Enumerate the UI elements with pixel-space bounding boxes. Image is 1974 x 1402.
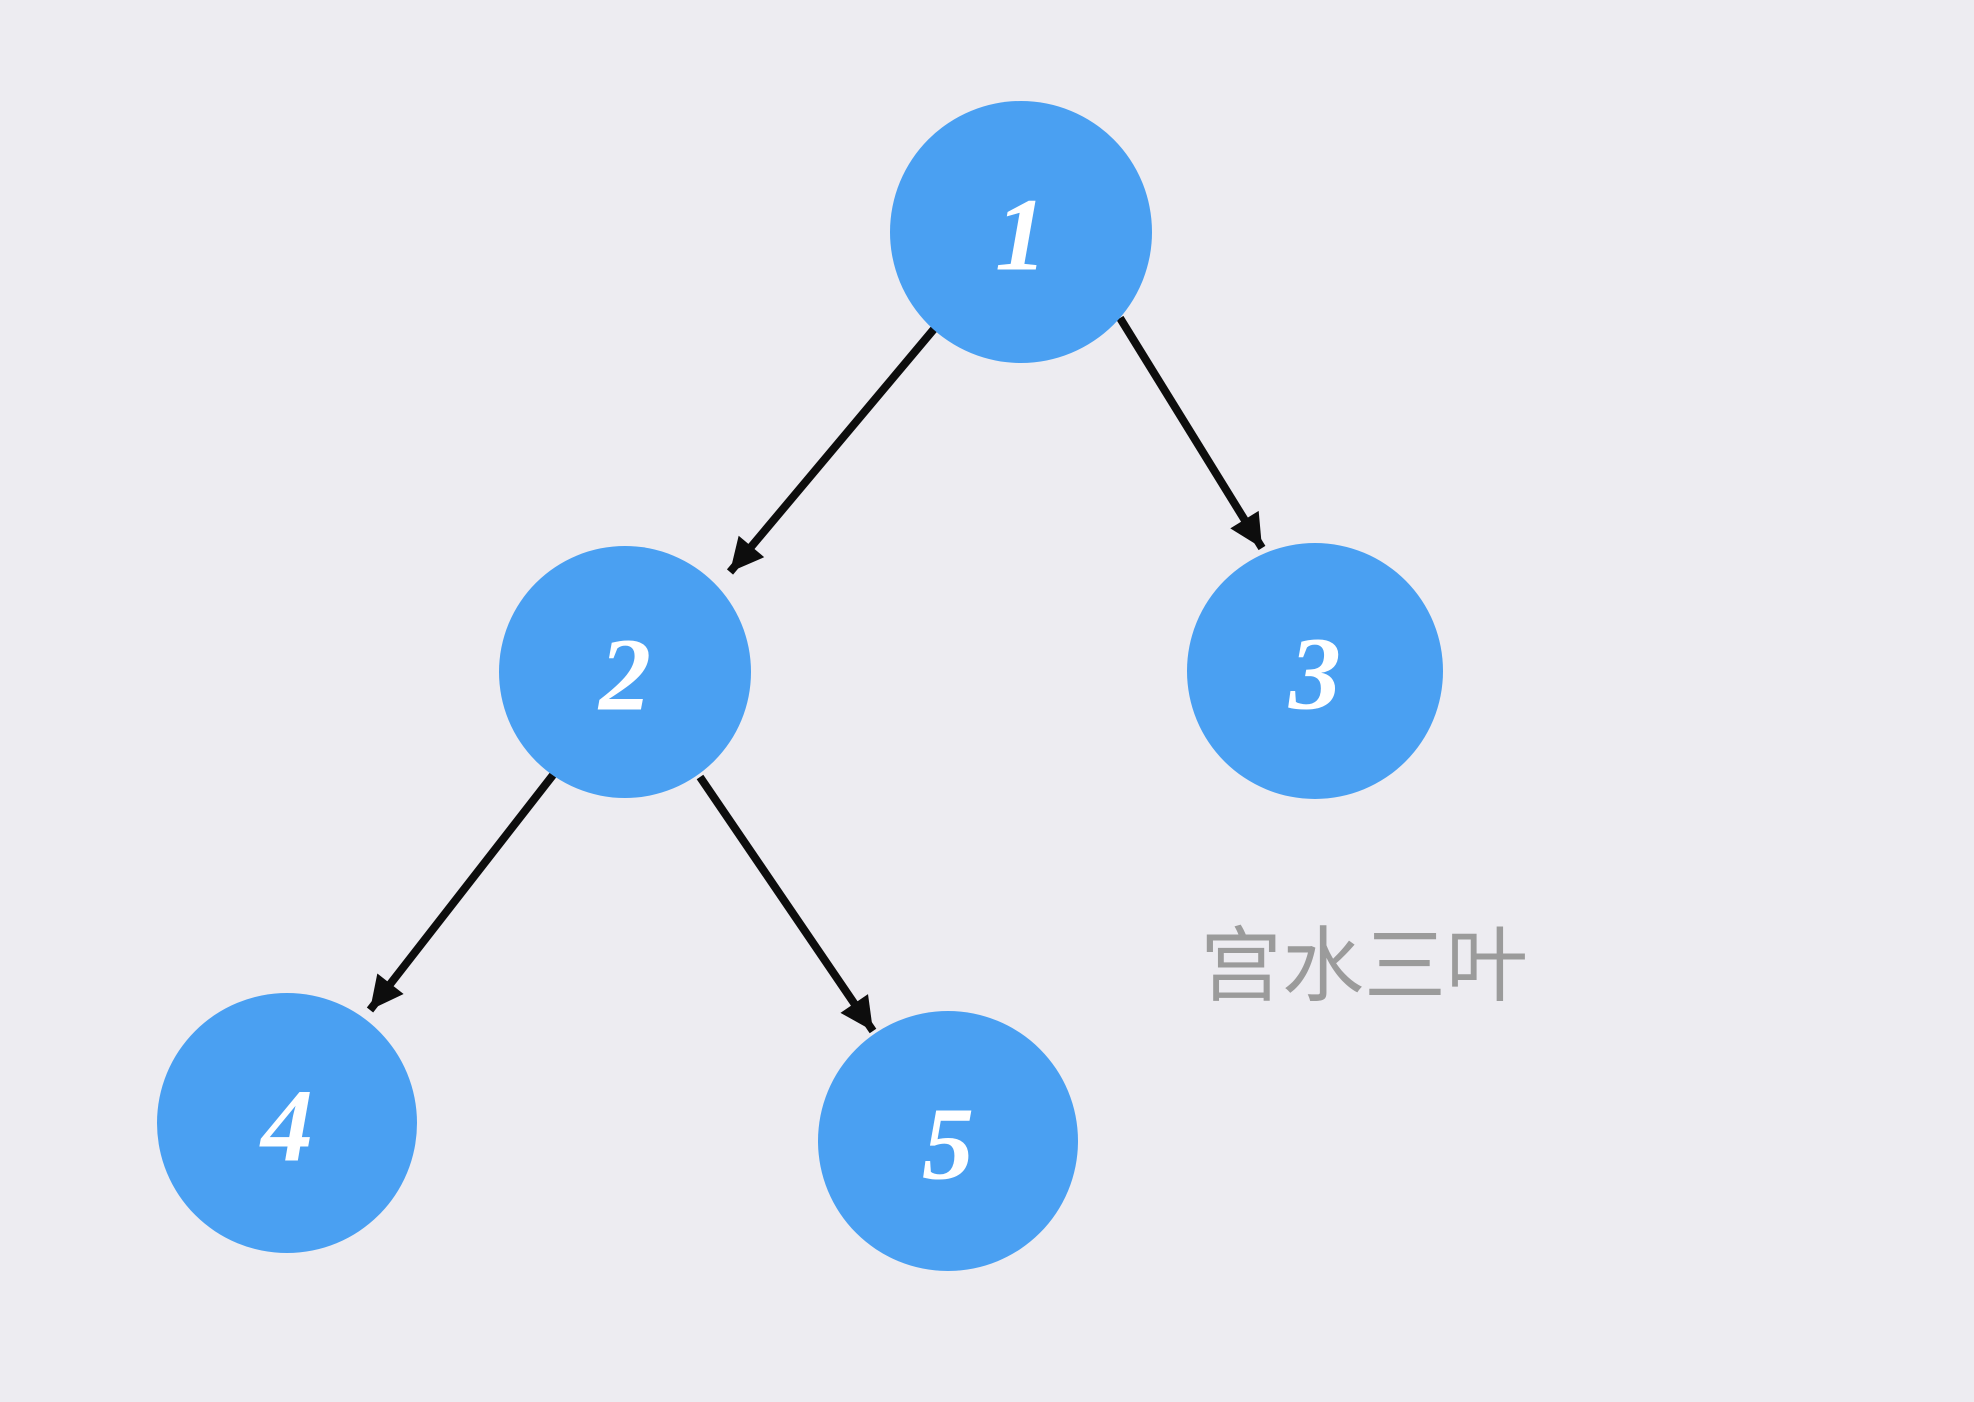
node-label-3: 3 [1288, 617, 1341, 732]
tree-node-4: 4 [157, 993, 417, 1253]
tree-edge-1-to-3 [1116, 315, 1266, 551]
node-label-2: 2 [597, 618, 651, 733]
node-label-1: 1 [995, 178, 1047, 293]
tree-node-2: 2 [499, 546, 751, 798]
tree-node-1: 1 [890, 101, 1152, 363]
node-label-4: 4 [259, 1069, 313, 1184]
tree-node-5: 5 [818, 1011, 1078, 1271]
node-circle-3 [1187, 543, 1443, 799]
tree-edge-1-to-2 [726, 326, 938, 575]
tree-edge-2-to-5 [696, 774, 877, 1034]
node-circle-2 [499, 546, 751, 798]
node-circle-4 [157, 993, 417, 1253]
node-circle-5 [818, 1011, 1078, 1271]
watermark-text: 宫水三叶 [1200, 921, 1528, 1012]
node-circle-1 [890, 101, 1152, 363]
tree-node-3: 3 [1187, 543, 1443, 799]
tree-edge-2-to-4 [366, 772, 557, 1013]
node-label-5: 5 [922, 1087, 974, 1202]
